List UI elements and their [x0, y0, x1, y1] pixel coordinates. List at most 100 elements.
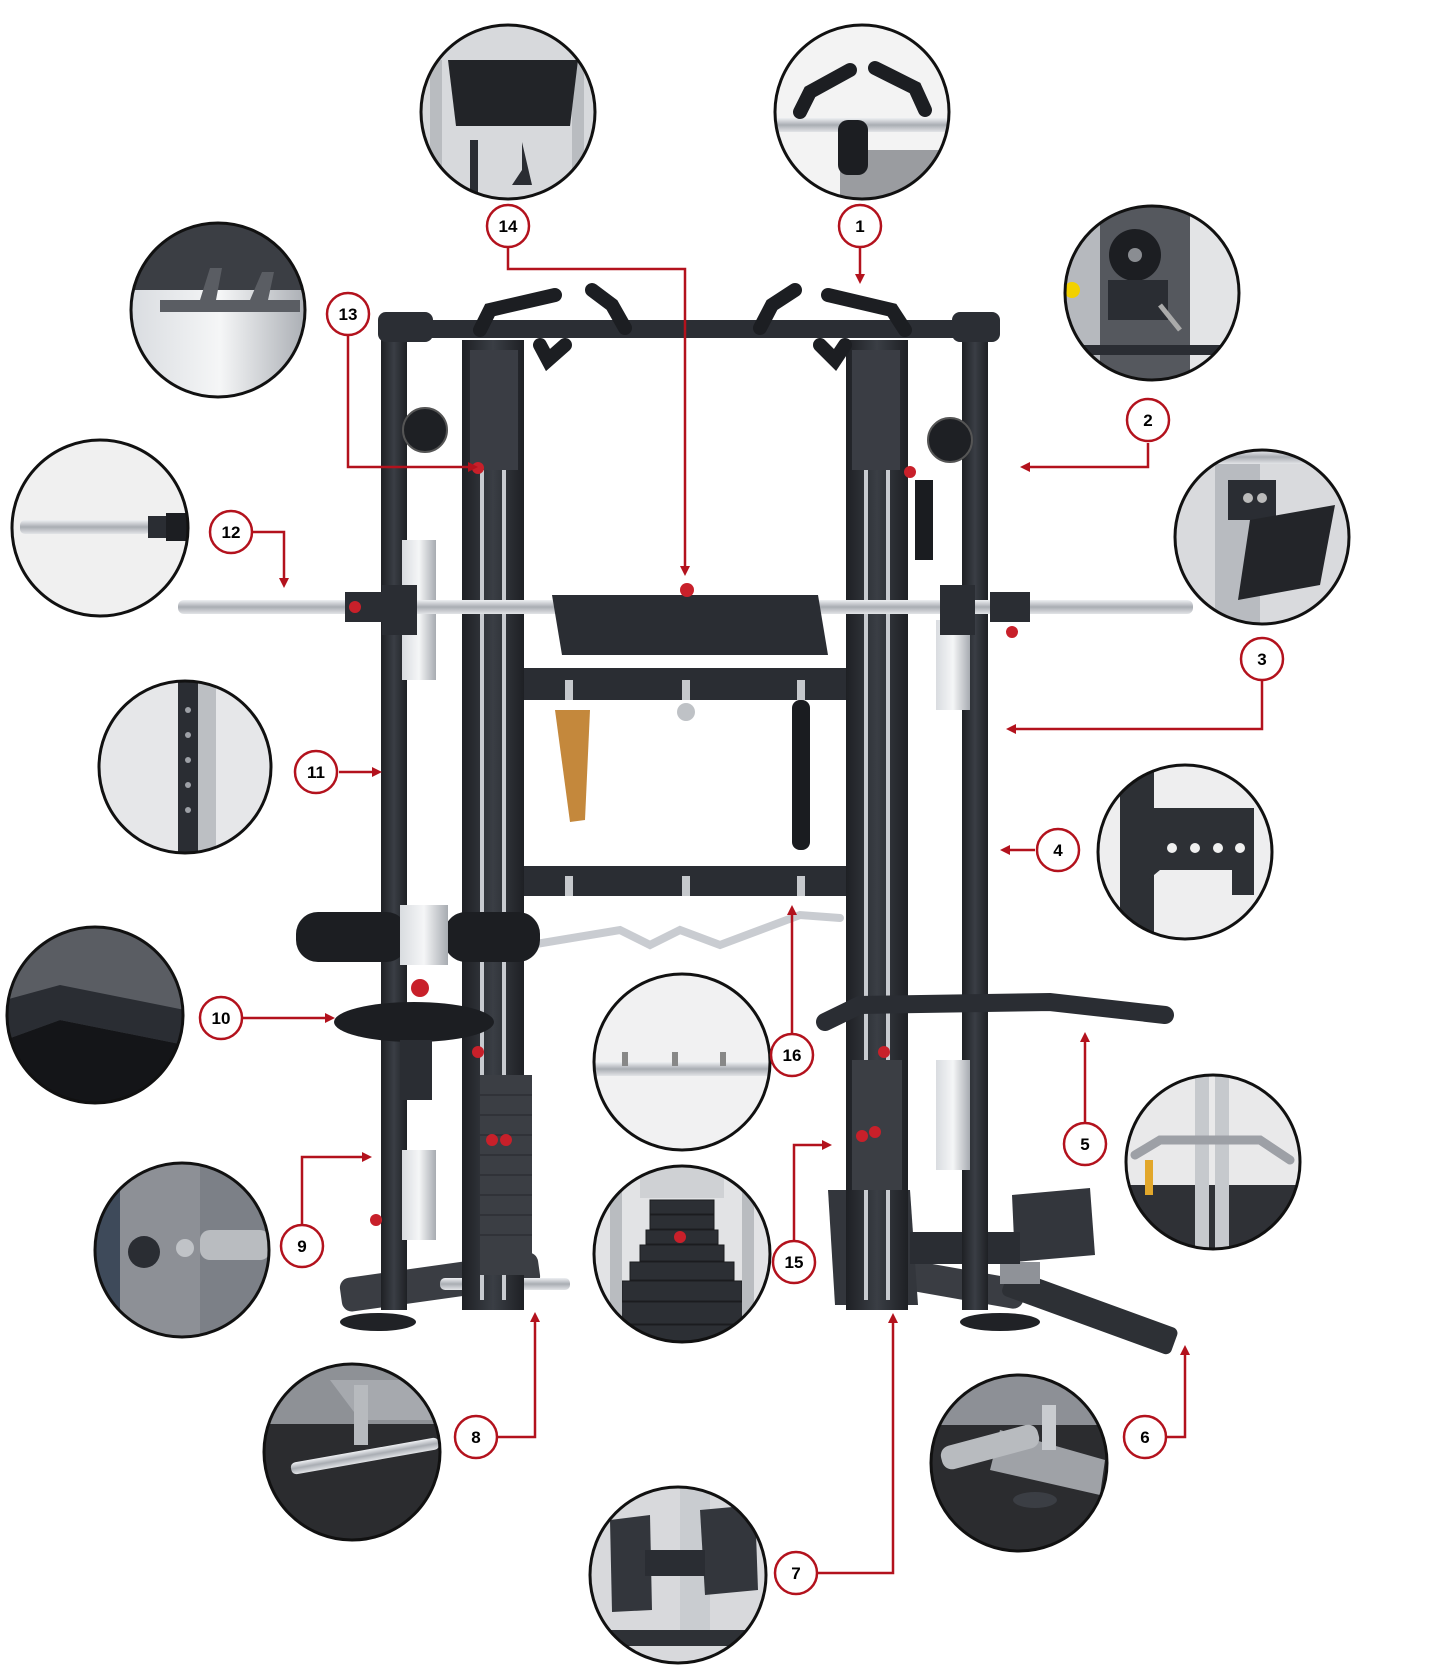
numbered-upright-icon [97, 679, 273, 855]
callout-badges: 1 14 13 2 12 3 11 4 10 16 5 9 15 8 6 7 [198, 203, 1285, 1596]
left-guide-rod-1 [480, 470, 484, 1300]
landmine-arm [1002, 1269, 1178, 1355]
leader-7 [818, 1323, 895, 1575]
callout-badge-16[interactable]: 16 [769, 1032, 815, 1078]
roller-bracket [400, 905, 448, 965]
snap-hook [677, 703, 695, 721]
callout-badge-14[interactable]: 14 [485, 203, 531, 249]
barbell-right-sleeve-collar [990, 592, 1030, 622]
right-shroud [852, 350, 900, 470]
left-floor-pad [340, 1313, 416, 1331]
top-shroud-icon [419, 23, 597, 201]
svg-text:4: 4 [1053, 841, 1063, 860]
accessory-hooks-icon [592, 972, 772, 1152]
seat-pad-icon [5, 925, 185, 1105]
leader-13 [346, 336, 468, 469]
leader-arrowheads [279, 274, 1190, 1355]
svg-text:5: 5 [1080, 1135, 1089, 1154]
svg-text:13: 13 [339, 305, 358, 324]
leg-roller-right [444, 912, 540, 962]
left-guide-rod-2 [502, 470, 506, 1300]
callout-badge-6[interactable]: 6 [1122, 1414, 1168, 1460]
left-outer-upright [381, 325, 407, 1310]
callout-badge-4[interactable]: 4 [1035, 827, 1081, 873]
callout-badge-12[interactable]: 12 [208, 509, 254, 555]
barbell-left-block [382, 585, 417, 635]
top-right-cap [952, 312, 1000, 342]
right-floor-pad [960, 1313, 1040, 1331]
ankle-strap [555, 710, 590, 822]
svg-text:7: 7 [791, 1564, 800, 1583]
pulley-carriage-icon [1063, 204, 1241, 382]
callout-leaders [243, 248, 1264, 1575]
callout-badge-9[interactable]: 9 [279, 1223, 325, 1269]
leader-3 [1016, 681, 1264, 731]
callout-badge-1[interactable]: 1 [837, 203, 883, 249]
right-cable-strap [915, 480, 933, 560]
right-stack-pin [869, 1126, 881, 1138]
right-chrome-carriage-lower [936, 1060, 970, 1170]
landmine-sleeve [1000, 1262, 1040, 1284]
right-pulley [927, 417, 973, 463]
svg-text:9: 9 [297, 1237, 306, 1256]
pull-up-handles [473, 283, 912, 372]
pull-pin-bracket-icon [1173, 448, 1351, 626]
callout-badge-7[interactable]: 7 [773, 1550, 819, 1596]
functional-trainer-machine [178, 283, 1193, 1355]
svg-text:15: 15 [785, 1253, 804, 1272]
leader-8 [498, 1322, 537, 1439]
dip-bar [816, 992, 1174, 1031]
callout-badge-10[interactable]: 10 [198, 995, 244, 1041]
callout-badge-5[interactable]: 5 [1062, 1121, 1108, 1167]
callout-badge-3[interactable]: 3 [1239, 636, 1285, 682]
leg-roller-left [296, 912, 408, 962]
svg-text:12: 12 [222, 523, 241, 542]
seat-pop-pin [411, 979, 429, 997]
svg-text:10: 10 [212, 1009, 231, 1028]
barbell-right-block [940, 585, 975, 635]
landmine-icon [929, 1373, 1109, 1553]
weight-storage-horn-icon [262, 1362, 442, 1542]
leader-14 [506, 248, 687, 566]
left-stack-pin [500, 1134, 512, 1146]
svg-text:16: 16 [783, 1046, 802, 1065]
dip-handles-icon [1124, 1073, 1302, 1251]
callout-badge-15[interactable]: 15 [771, 1239, 817, 1285]
right-guide-rod-1 [864, 470, 868, 1300]
svg-text:6: 6 [1140, 1428, 1149, 1447]
callout-badge-8[interactable]: 8 [453, 1414, 499, 1460]
left-stack-plates [480, 1094, 532, 1236]
left-shroud [470, 350, 518, 470]
j-hook-icon [1096, 763, 1274, 941]
seat-post [400, 1040, 432, 1100]
left-chrome-carriage-lower [402, 1150, 436, 1240]
right-weight-stack [852, 1060, 902, 1190]
callout-badge-11[interactable]: 11 [293, 749, 339, 795]
callout-badge-2[interactable]: 2 [1125, 397, 1171, 443]
barbell-right-pin [1006, 626, 1018, 638]
bar-catch-hooks-icon [129, 221, 307, 399]
top-left-cap [378, 312, 433, 342]
leader-15 [792, 1143, 822, 1240]
foot-plate-icon [588, 1485, 768, 1665]
foot-plate-right [1012, 1188, 1095, 1262]
seat-pad [334, 1002, 494, 1042]
wide-grip-pull-up-handles-icon [773, 23, 951, 201]
svg-text:2: 2 [1143, 411, 1152, 430]
svg-text:1: 1 [855, 217, 864, 236]
safety-pin-icon [93, 1161, 271, 1339]
left-pulley [402, 407, 448, 453]
red-pull-pins [370, 462, 916, 1226]
shroud-red-knob [680, 583, 694, 597]
svg-text:8: 8 [471, 1428, 480, 1447]
leader-9 [300, 1155, 362, 1224]
callout-badge-13[interactable]: 13 [325, 291, 371, 337]
top-crossbar [395, 320, 995, 338]
leader-12 [253, 530, 286, 578]
ez-curl-bar [526, 910, 844, 950]
svg-text:3: 3 [1257, 650, 1266, 669]
barbell-left-pin [349, 601, 361, 613]
top-shroud-pad [552, 595, 828, 655]
right-guide-rod-2 [886, 470, 890, 1300]
